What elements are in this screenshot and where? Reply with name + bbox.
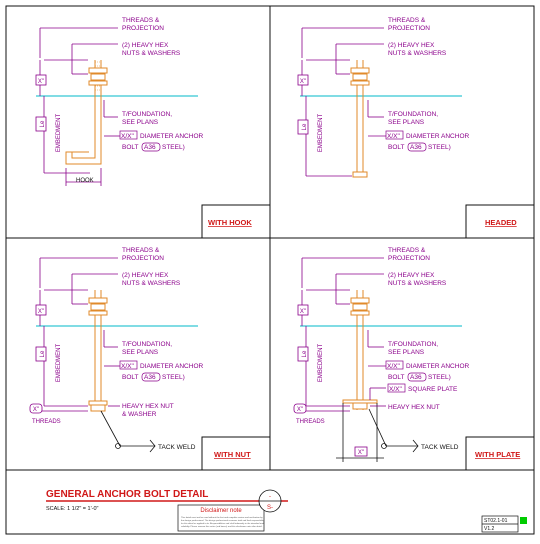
threads-label: THREADS [32, 419, 61, 425]
sheet-frame [5, 5, 535, 535]
title-with-plate: WITH PLATE [475, 450, 520, 459]
foundation-line2: SEE PLANS [122, 349, 159, 356]
embedment-label: EMBEDMENT [318, 114, 324, 153]
a36-label: A36 [410, 374, 422, 381]
hook-label: HOOK [76, 178, 94, 184]
panel-with-nut: X" Le EMBEDMENT X" THREADS THREADS & PRO… [29, 247, 251, 459]
embedment-label: EMBEDMENT [56, 344, 62, 383]
le-dimension-label: Le [40, 350, 46, 357]
threads-projection-line2: PROJECTION [388, 25, 430, 32]
hex-nuts-line1: (2) HEAVY HEX [388, 272, 435, 279]
disclaimer-box [177, 504, 265, 532]
diameter-anchor-label: DIAMETER ANCHOR [140, 133, 204, 140]
le-dimension-label: Le [302, 350, 308, 357]
x-dimension-label: X" [300, 79, 306, 85]
hex-nuts-line2: NUTS & WASHERS [122, 50, 181, 57]
hex-nuts-line2: NUTS & WASHERS [122, 280, 181, 287]
panel-with-hook: X" Le EMBEDMENT THREADS & PROJECTION (2)… [35, 17, 252, 227]
le-dimension-label: Le [40, 120, 46, 127]
tack-weld-label: TACK WELD [421, 444, 459, 451]
title-with-nut: WITH NUT [214, 450, 251, 459]
foundation-line1: T/FOUNDATION, [388, 341, 438, 348]
disclaimer-line4: reliability. Please remove this notice (… [181, 525, 263, 528]
panel-with-plate: X" Le EMBEDMENT X" X" THREADS THREADS & … [293, 247, 520, 462]
a36-label: A36 [144, 374, 156, 381]
disclaimer-line1: This detail must not be used without the… [181, 516, 263, 519]
threads-label: THREADS [296, 419, 325, 425]
plate-size: X/X" [389, 386, 402, 393]
threads-projection-line1: THREADS & [122, 17, 160, 24]
a36-label: A36 [144, 144, 156, 151]
x-plate-width-label: X" [358, 450, 364, 456]
anchor-diameter: X/X" [387, 363, 400, 370]
hex-nuts-line2: NUTS & WASHERS [388, 280, 447, 287]
title-block: GENERAL ANCHOR BOLT DETAIL SCALE: 1 1/2"… [46, 489, 527, 533]
x-dimension-label: X" [300, 309, 306, 315]
sheet-version: V1.2 [484, 526, 495, 532]
sheet-code: ST02.1-01 [484, 518, 508, 524]
steel-label: STEEL) [162, 144, 185, 151]
a36-label: A36 [410, 144, 422, 151]
embedment-label: EMBEDMENT [318, 344, 324, 383]
le-dimension-label: Le [302, 123, 308, 130]
anchor-diameter: X/X" [121, 133, 134, 140]
steel-label: STEEL) [428, 374, 451, 381]
bolt-label: BOLT [122, 374, 139, 381]
x-dimension-label: X" [38, 309, 44, 315]
anchor-diameter: X/X" [121, 363, 134, 370]
x-thread-label: X" [297, 407, 303, 413]
bubble-top: - [269, 494, 271, 500]
diameter-anchor-label: DIAMETER ANCHOR [406, 363, 470, 370]
hex-nuts-line1: (2) HEAVY HEX [122, 272, 169, 279]
diameter-anchor-label: DIAMETER ANCHOR [140, 363, 204, 370]
threads-projection-line1: THREADS & [122, 247, 160, 254]
disclaimer-title: Disclaimer note [200, 508, 242, 514]
foundation-line1: T/FOUNDATION, [122, 341, 172, 348]
diameter-anchor-label: DIAMETER ANCHOR [406, 133, 470, 140]
title-headed: HEADED [485, 218, 517, 227]
tack-weld-label: TACK WELD [158, 444, 196, 451]
bolt-label: BOLT [122, 144, 139, 151]
status-square-icon [520, 517, 527, 524]
hex-nuts-line2: NUTS & WASHERS [388, 50, 447, 57]
threads-projection-line1: THREADS & [388, 247, 426, 254]
x-thread-label: X" [33, 407, 39, 413]
threads-projection-line2: PROJECTION [122, 255, 164, 262]
heavy-hex-line1: HEAVY HEX NUT [122, 403, 174, 410]
threads-projection-line2: PROJECTION [388, 255, 430, 262]
foundation-line1: T/FOUNDATION, [122, 111, 172, 118]
foundation-line1: T/FOUNDATION, [388, 111, 438, 118]
scale-label: SCALE: 1 1/2" = 1'-0" [46, 506, 99, 512]
embedment-label: EMBEDMENT [56, 114, 62, 153]
square-plate-label: SQUARE PLATE [408, 386, 458, 393]
steel-label: STEEL) [428, 144, 451, 151]
anchor-diameter: X/X" [387, 133, 400, 140]
panel-headed: X" Le EMBEDMENT THREADS & PROJECTION (2)… [297, 17, 517, 227]
sheet-title: GENERAL ANCHOR BOLT DETAIL [46, 489, 208, 500]
x-dimension-label: X" [38, 79, 44, 85]
steel-label: STEEL) [162, 374, 185, 381]
hex-nuts-line1: (2) HEAVY HEX [388, 42, 435, 49]
bubble-bottom: S- [267, 505, 273, 511]
foundation-line2: SEE PLANS [388, 119, 425, 126]
title-with-hook: WITH HOOK [208, 218, 252, 227]
heavy-hex-line2: & WASHER [122, 411, 157, 418]
bolt-label: BOLT [388, 374, 405, 381]
threads-projection-line1: THREADS & [388, 17, 426, 24]
disclaimer-line3: for this detail as applied to its Respon… [181, 522, 264, 525]
bolt-label: BOLT [388, 144, 405, 151]
heavy-hex-label: HEAVY HEX NUT [388, 404, 440, 411]
foundation-line2: SEE PLANS [122, 119, 159, 126]
foundation-line2: SEE PLANS [388, 349, 425, 356]
threads-projection-line2: PROJECTION [122, 25, 164, 32]
hex-nuts-line1: (2) HEAVY HEX [122, 42, 169, 49]
disclaimer-line2: the design professional. The design prof… [181, 519, 265, 522]
